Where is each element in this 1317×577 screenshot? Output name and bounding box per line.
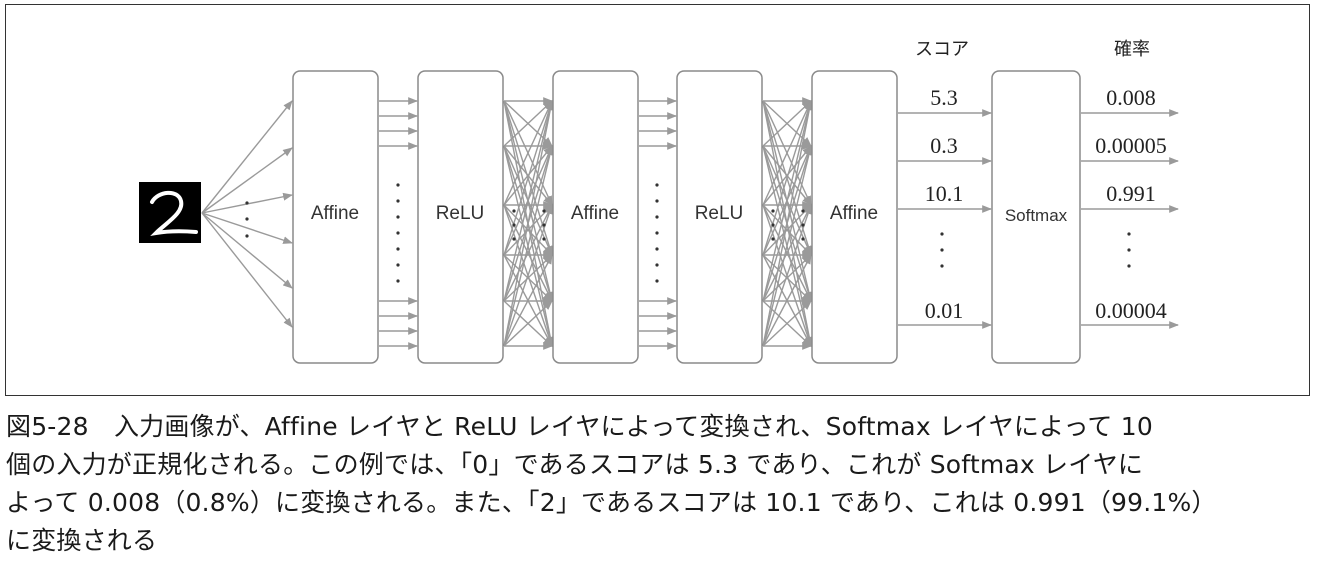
ellipsis-dot xyxy=(1127,232,1131,236)
input-image xyxy=(139,182,201,243)
ellipsis-dot xyxy=(771,209,775,213)
ellipsis-dot xyxy=(396,215,400,219)
ellipsis-dots xyxy=(245,183,1131,283)
probability-header: 確率 xyxy=(1114,39,1150,60)
dense-connection-arrow xyxy=(762,145,813,347)
ellipsis-dot xyxy=(655,263,659,267)
ellipsis-dot xyxy=(245,234,249,238)
caption-line: 図5-28 入力画像が、Affine レイヤと ReLU レイヤによって変換され… xyxy=(6,412,1153,441)
dense-connection-arrow xyxy=(762,204,812,256)
ellipsis-dot xyxy=(801,209,805,213)
ellipsis-dot xyxy=(801,237,805,241)
layer-softmax: Softmax xyxy=(991,70,1081,364)
ellipsis-dot xyxy=(542,209,546,213)
ellipsis-dot xyxy=(801,223,805,227)
ellipsis-dot xyxy=(940,264,944,268)
score-value: 10.1 xyxy=(925,181,964,206)
ellipsis-dot xyxy=(396,279,400,283)
dense-connection-arrow xyxy=(762,204,812,347)
ellipsis-dot xyxy=(1127,248,1131,252)
layer-label: Affine xyxy=(571,203,619,224)
ellipsis-dot xyxy=(396,263,400,267)
dense-connection-arrow xyxy=(762,100,813,302)
score-value: 0.01 xyxy=(925,298,964,323)
ellipsis-dot xyxy=(655,215,659,219)
dense-connection-arrow xyxy=(762,100,812,206)
input-connection-arrow xyxy=(201,212,293,289)
ellipsis-dot xyxy=(655,247,659,251)
dense-connection-arrow xyxy=(503,100,553,147)
ellipsis-dot xyxy=(655,199,659,203)
ellipsis-dot xyxy=(512,237,516,241)
layer-label: ReLU xyxy=(695,203,744,224)
layer-relu-1: ReLU xyxy=(417,70,504,364)
score-value: 5.3 xyxy=(930,85,958,110)
figure-frame: Affine ReLU Affine ReLU Affine Softmax ス… xyxy=(5,4,1310,396)
network-diagram: Affine ReLU Affine ReLU Affine Softmax ス… xyxy=(139,39,1179,364)
dense-connection-arrow xyxy=(762,300,812,347)
dense-connection-arrow xyxy=(503,100,554,302)
ellipsis-dot xyxy=(245,217,249,221)
caption-line: よって 0.008（0.8%）に変換される。また、「2」であるスコアは 10.1… xyxy=(6,488,1217,517)
score-value: 0.3 xyxy=(930,133,958,158)
ellipsis-dot xyxy=(396,247,400,251)
layer-label: Softmax xyxy=(1005,206,1068,225)
dense-connection-arrow xyxy=(503,100,553,206)
dense-connection-arrow xyxy=(503,100,554,256)
dense-connection-arrow xyxy=(503,145,554,347)
ellipsis-dot xyxy=(940,232,944,236)
dense-connection-arrow xyxy=(503,254,553,347)
caption-line: に変換される xyxy=(6,526,158,555)
layer-label: Affine xyxy=(311,203,359,224)
ellipsis-dot xyxy=(655,231,659,235)
layer-affine-1: Affine xyxy=(292,70,379,364)
probability-value: 0.008 xyxy=(1106,85,1156,110)
dense-connection-arrow xyxy=(503,254,553,302)
layer-label: ReLU xyxy=(436,203,485,224)
ellipsis-dot xyxy=(771,237,775,241)
ellipsis-dot xyxy=(940,248,944,252)
layer-affine-3: Affine xyxy=(811,70,898,364)
input-connection-arrow xyxy=(201,212,293,328)
dense-connection-arrow xyxy=(503,204,553,256)
ellipsis-dot xyxy=(245,201,249,205)
dense-connection-arrow xyxy=(503,300,553,347)
ellipsis-dot xyxy=(771,223,775,227)
probability-value: 0.991 xyxy=(1106,181,1156,206)
ellipsis-dot xyxy=(655,279,659,283)
probability-value: 0.00005 xyxy=(1095,133,1167,158)
ellipsis-dot xyxy=(512,209,516,213)
input-connection-arrow xyxy=(201,100,293,214)
input-connection-arrow xyxy=(201,147,293,214)
dense-connection-arrow xyxy=(762,204,812,302)
caption-line: 個の入力が正規化される。この例では、「0」であるスコアは 5.3 であり、これが… xyxy=(6,450,1144,479)
score-header: スコア xyxy=(915,39,969,60)
dense-connection-arrow xyxy=(762,145,812,206)
dense-connection-arrow xyxy=(503,204,553,347)
dense-connection-arrow xyxy=(762,100,812,147)
ellipsis-dot xyxy=(396,199,400,203)
ellipsis-dot xyxy=(542,237,546,241)
layer-label: Affine xyxy=(830,203,878,224)
ellipsis-dot xyxy=(512,223,516,227)
dense-connection-arrow xyxy=(503,204,553,302)
dense-connection-arrow xyxy=(762,100,813,256)
ellipsis-dot xyxy=(396,183,400,187)
layer-relu-2: ReLU xyxy=(676,70,763,364)
ellipsis-dot xyxy=(542,223,546,227)
ellipsis-dot xyxy=(655,183,659,187)
layer-affine-2: Affine xyxy=(552,70,639,364)
dense-connection-arrow xyxy=(503,145,553,206)
figure-caption: 図5-28 入力画像が、Affine レイヤと ReLU レイヤによって変換され… xyxy=(6,408,1311,560)
ellipsis-dot xyxy=(396,231,400,235)
connection-arrows xyxy=(201,97,1179,350)
ellipsis-dot xyxy=(1127,264,1131,268)
dense-connection-arrow xyxy=(762,254,812,347)
dense-connection-arrow xyxy=(762,254,812,302)
dense-connection-arrow xyxy=(503,100,555,347)
input-connection-arrow xyxy=(201,212,293,244)
probability-value: 0.00004 xyxy=(1095,298,1167,323)
dense-connection-arrow xyxy=(762,100,814,347)
